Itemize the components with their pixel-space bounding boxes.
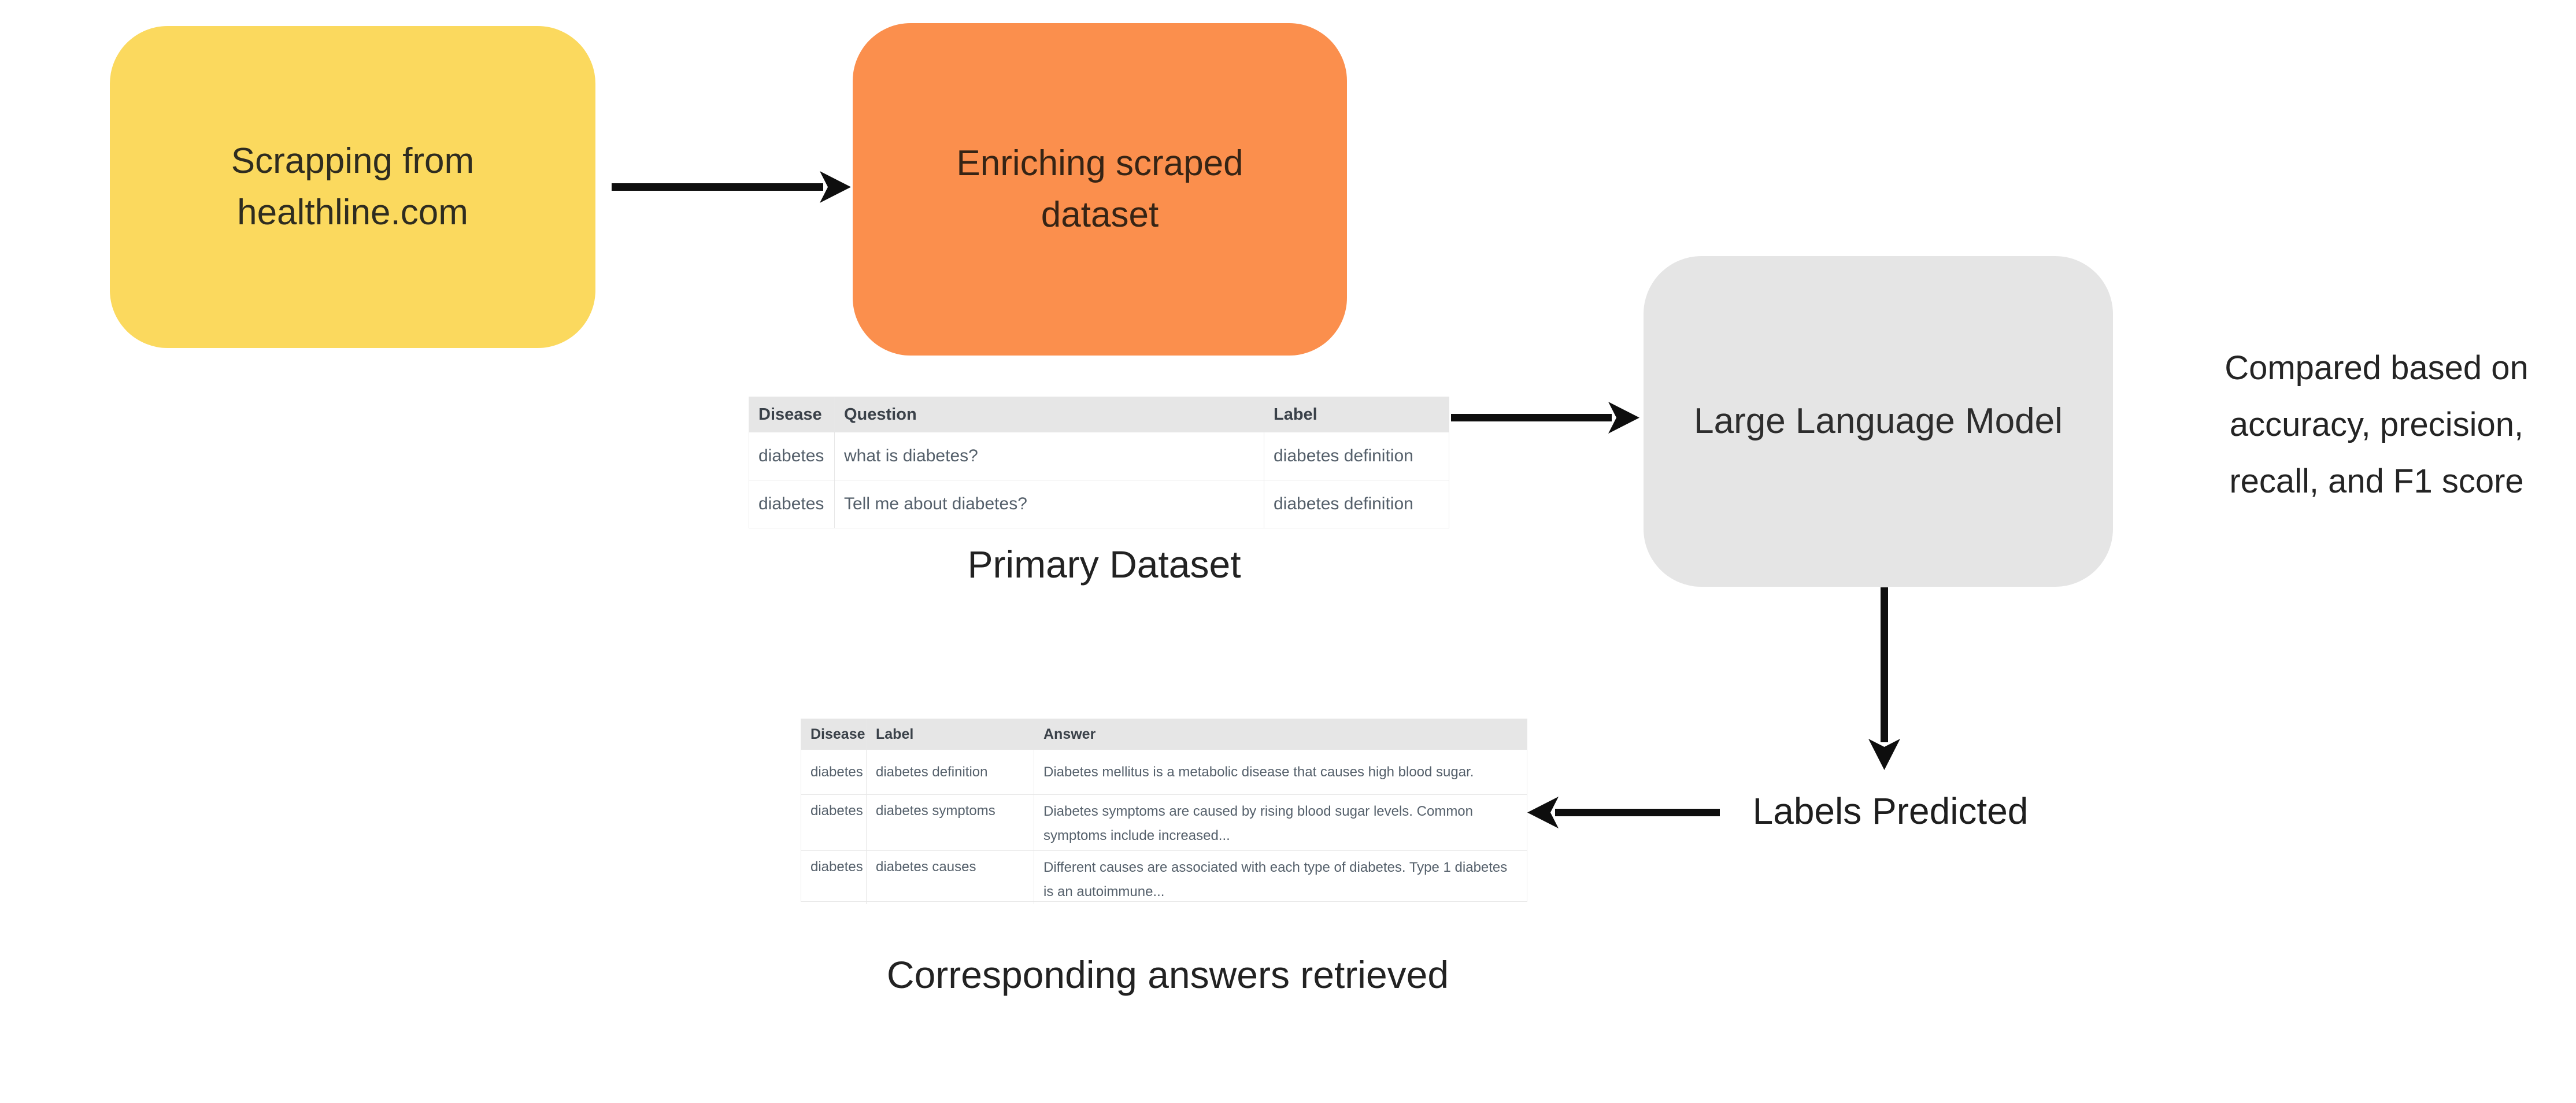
cell-disease: diabetes xyxy=(810,803,863,819)
cell-label: diabetes causes xyxy=(866,851,1034,904)
label-labels-predicted: Labels Predicted xyxy=(1752,790,2029,832)
column-header-question: Question xyxy=(834,397,1264,432)
arrow-line xyxy=(1881,587,1888,742)
primary-dataset-table: Disease Question Label diabetes what is … xyxy=(749,397,1449,528)
arrow-down-icon xyxy=(1868,739,1900,770)
column-header-label: Label xyxy=(866,719,1034,749)
cell-answer: Diabetes symptoms are caused by rising b… xyxy=(1034,795,1526,850)
arrow-right-icon xyxy=(1608,402,1639,434)
cell-label: diabetes definition xyxy=(1264,432,1448,480)
node-scraping: Scrapping from healthline.com xyxy=(110,26,595,348)
arrow-right-icon xyxy=(820,171,851,203)
table-row: diabetes diabetes definition Diabetes me… xyxy=(801,749,1527,794)
table-header-row: Disease Question Label xyxy=(749,397,1449,432)
answers-table: Disease Label Answer diabetes diabetes d… xyxy=(801,719,1527,904)
cell-question: what is diabetes? xyxy=(834,432,1264,480)
comparison-note-line: Compared based on xyxy=(2225,349,2529,387)
node-scraping-label: Scrapping from healthline.com xyxy=(231,141,475,232)
arrow-line xyxy=(1451,414,1612,421)
table-header-row: Disease Label Answer xyxy=(801,719,1527,749)
column-header-disease: Disease xyxy=(810,726,865,742)
cell-answer: Diabetes mellitus is a metabolic disease… xyxy=(1034,750,1526,794)
cell-label: diabetes definition xyxy=(866,750,1034,794)
comparison-note-line: recall, and F1 score xyxy=(2229,462,2524,500)
cell-disease: diabetes xyxy=(758,446,824,465)
node-llm-label: Large Language Model xyxy=(1694,401,2063,441)
node-large-language-model: Large Language Model xyxy=(1644,256,2113,587)
column-header-label: Label xyxy=(1264,397,1448,432)
column-header-disease: Disease xyxy=(758,405,822,424)
comparison-note: Compared based on accuracy, precision, r… xyxy=(2177,340,2576,510)
arrow-line xyxy=(1555,809,1720,816)
column-header-answer: Answer xyxy=(1034,719,1526,749)
node-enriching-label: Enriching scraped dataset xyxy=(956,143,1243,235)
table-row: diabetes what is diabetes? diabetes defi… xyxy=(749,432,1449,480)
node-enriching: Enriching scraped dataset xyxy=(853,23,1347,356)
cell-question: Tell me about diabetes? xyxy=(834,480,1264,528)
cell-answer: Different causes are associated with eac… xyxy=(1034,851,1526,904)
arrow-left-icon xyxy=(1527,797,1559,828)
caption-answers-retrieved: Corresponding answers retrieved xyxy=(886,953,1449,996)
table-row: diabetes Tell me about diabetes? diabete… xyxy=(749,480,1449,528)
cell-disease: diabetes xyxy=(758,494,824,513)
cell-label: diabetes symptoms xyxy=(866,795,1034,850)
table-row: diabetes diabetes symptoms Diabetes symp… xyxy=(801,794,1527,850)
cell-label: diabetes definition xyxy=(1264,480,1448,528)
cell-disease: diabetes xyxy=(810,859,863,875)
arrow-line xyxy=(612,183,823,191)
comparison-note-line: accuracy, precision, xyxy=(2229,406,2524,443)
table-row: diabetes diabetes causes Different cause… xyxy=(801,850,1527,904)
caption-primary-dataset: Primary Dataset xyxy=(967,543,1241,586)
cell-disease: diabetes xyxy=(810,764,863,780)
